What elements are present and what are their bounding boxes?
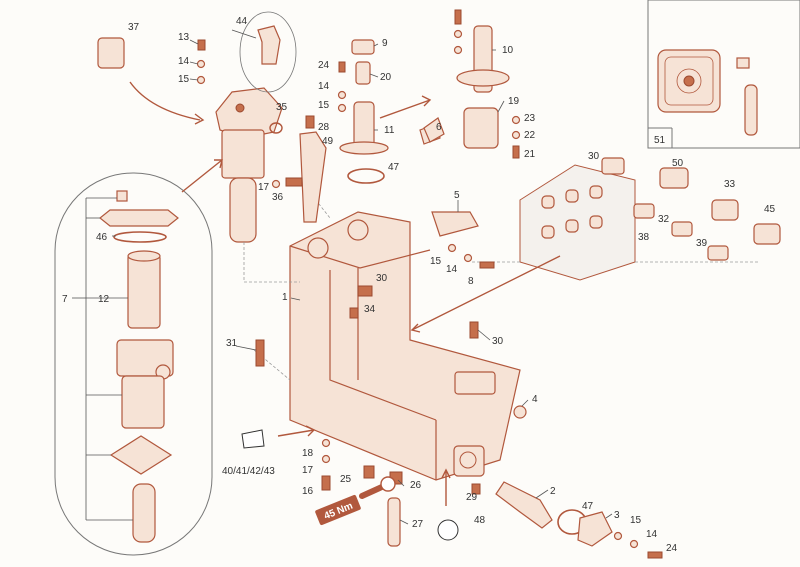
callout-2: 2 bbox=[550, 486, 556, 497]
filter-components bbox=[72, 190, 179, 543]
callout-15b: 15 bbox=[318, 100, 330, 111]
callout-46: 46 bbox=[96, 232, 108, 243]
callout-9: 9 bbox=[382, 38, 388, 49]
callout-27: 27 bbox=[412, 519, 424, 530]
leader-lines bbox=[189, 29, 613, 525]
callout-17b: 17 bbox=[302, 465, 314, 476]
callout-10: 10 bbox=[502, 45, 514, 56]
callout-labels: 1 2 3 4 5 6 7 8 9 10 11 12 13 14 14 14 1… bbox=[62, 16, 776, 554]
callout-30a: 30 bbox=[376, 273, 388, 284]
callout-1: 1 bbox=[282, 292, 288, 303]
callout-47a: 47 bbox=[388, 162, 400, 173]
callout-50: 50 bbox=[672, 158, 684, 169]
callout-31: 31 bbox=[226, 338, 238, 349]
callout-15c: 15 bbox=[430, 256, 442, 267]
callout-16: 16 bbox=[302, 486, 314, 497]
callout-26: 26 bbox=[410, 480, 422, 491]
callout-12: 12 bbox=[98, 294, 110, 305]
callout-36: 36 bbox=[272, 192, 284, 203]
callout-18: 18 bbox=[302, 448, 314, 459]
callout-29: 29 bbox=[466, 492, 478, 503]
callout-11: 11 bbox=[384, 125, 395, 136]
callout-39: 39 bbox=[696, 238, 708, 249]
callout-33: 33 bbox=[724, 179, 736, 190]
callout-30b: 30 bbox=[492, 336, 504, 347]
callout-19: 19 bbox=[508, 96, 520, 107]
callout-24b: 24 bbox=[666, 543, 678, 554]
filter-assembly-outline bbox=[54, 172, 213, 556]
callout-13: 13 bbox=[178, 32, 190, 43]
callout-30c: 30 bbox=[588, 151, 600, 162]
callout-24a: 24 bbox=[318, 60, 330, 71]
callout-7: 7 bbox=[62, 294, 68, 305]
callout-47b: 47 bbox=[582, 501, 594, 512]
callout-48: 48 bbox=[474, 515, 486, 526]
inset-detail-51 bbox=[647, 0, 800, 149]
detail-44 bbox=[239, 11, 297, 93]
callout-34: 34 bbox=[364, 304, 376, 315]
callout-8: 8 bbox=[468, 276, 474, 287]
callout-6: 6 bbox=[436, 122, 442, 133]
tank-body bbox=[289, 211, 521, 481]
callout-14b: 14 bbox=[318, 81, 330, 92]
callout-17a: 17 bbox=[258, 182, 270, 193]
callout-14d: 14 bbox=[646, 529, 658, 540]
callout-3: 3 bbox=[614, 510, 620, 521]
callout-32: 32 bbox=[658, 214, 670, 225]
callout-15d: 15 bbox=[630, 515, 642, 526]
filler-breather-parts bbox=[339, 25, 510, 184]
callout-44: 44 bbox=[236, 16, 248, 27]
callout-28: 28 bbox=[318, 122, 330, 133]
callout-25: 25 bbox=[340, 474, 352, 485]
callout-51: 51 bbox=[654, 135, 666, 146]
callout-37: 37 bbox=[128, 22, 140, 33]
callout-22: 22 bbox=[524, 130, 536, 141]
callout-15a: 15 bbox=[178, 74, 190, 85]
callout-40-43: 40/41/42/43 bbox=[222, 466, 275, 477]
callout-4: 4 bbox=[532, 394, 538, 405]
callout-14c: 14 bbox=[446, 264, 458, 275]
callout-20: 20 bbox=[380, 72, 392, 83]
suction-pipe bbox=[495, 481, 613, 547]
callout-5: 5 bbox=[454, 190, 460, 201]
callout-45: 45 bbox=[764, 204, 776, 215]
torque-badge: 45 Nm bbox=[315, 476, 396, 526]
mounted-filter-housing bbox=[97, 37, 283, 243]
callout-49: 49 bbox=[322, 136, 334, 147]
callout-21: 21 bbox=[524, 149, 536, 160]
callout-14a: 14 bbox=[178, 56, 190, 67]
assembly-arrows bbox=[129, 81, 561, 506]
callout-38: 38 bbox=[638, 232, 650, 243]
callout-23: 23 bbox=[524, 113, 536, 124]
callout-35: 35 bbox=[276, 102, 288, 113]
